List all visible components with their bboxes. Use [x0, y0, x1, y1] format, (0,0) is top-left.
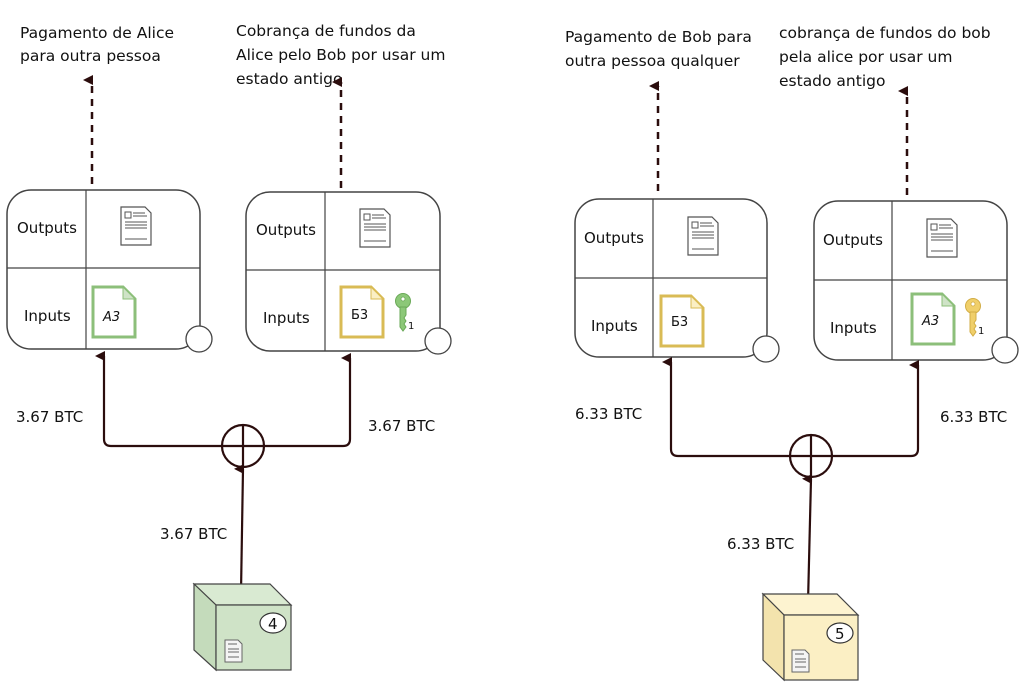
- amount-label-left: 6.33 BTC: [575, 405, 642, 423]
- outputs-label: Outputs: [823, 231, 883, 249]
- svg-text:1: 1: [408, 321, 414, 332]
- caption-alice-penalty: Cobrança de fundos da Alice pelo Bob por…: [236, 22, 450, 88]
- amount-label-funding: 3.67 BTC: [160, 525, 227, 543]
- svg-text:A3: A3: [921, 314, 939, 329]
- transaction-box[interactable]: Outputs Inputs Б3: [574, 198, 780, 363]
- document-icon: [687, 216, 719, 256]
- xor-split-symbol: [220, 423, 266, 469]
- flow-line-right: [256, 353, 352, 448]
- document-icon: [359, 208, 391, 248]
- box-number: 4: [268, 615, 278, 633]
- svg-text:1: 1: [978, 326, 984, 337]
- document-icon: [791, 649, 810, 673]
- transaction-box[interactable]: Outputs Inputs A3 1: [813, 200, 1019, 364]
- connector-circle: [424, 327, 452, 355]
- amount-label-right: 3.67 BTC: [368, 417, 435, 435]
- flow-line-left: [662, 357, 790, 458]
- transaction-box[interactable]: Outputs Inputs Б3 1: [245, 191, 452, 355]
- funding-utxo-box[interactable]: 4: [192, 582, 293, 672]
- diagram-alice: Pagamento de Alice para outra pessoa Cob…: [6, 22, 452, 672]
- funding-flow-line: [234, 464, 245, 593]
- svg-text:Б3: Б3: [351, 308, 368, 323]
- inputs-label: Inputs: [591, 317, 638, 335]
- inputs-label: Inputs: [24, 307, 71, 325]
- caption-alice-payment: Pagamento de Alice para outra pessoa: [20, 24, 179, 65]
- document-icon: [120, 206, 152, 246]
- input-document-a3: A3: [910, 292, 956, 346]
- outputs-label: Outputs: [584, 229, 644, 247]
- caption-bob-penalty: cobrança de fundos do bob pela alice por…: [779, 24, 996, 90]
- flow-line-left: [95, 351, 233, 448]
- svg-text:Б3: Б3: [671, 315, 688, 330]
- key-icon: 1: [965, 298, 984, 337]
- connector-circle: [991, 336, 1019, 364]
- caption-bob-payment: Pagamento de Bob para outra pessoa qualq…: [565, 28, 757, 70]
- amount-label-funding: 6.33 BTC: [727, 535, 794, 553]
- document-icon: [926, 218, 958, 258]
- funding-utxo-box[interactable]: 5: [761, 592, 860, 682]
- transaction-box[interactable]: Outputs Inputs A3: [6, 189, 213, 353]
- outputs-label: Outputs: [17, 219, 77, 237]
- funding-flow-line: [802, 474, 813, 604]
- flow-line-right: [832, 360, 920, 458]
- inputs-label: Inputs: [263, 309, 310, 327]
- input-document-b3: Б3: [659, 294, 705, 348]
- inputs-label: Inputs: [830, 319, 877, 337]
- svg-text:A3: A3: [102, 310, 120, 325]
- amount-label-left: 3.67 BTC: [16, 408, 83, 426]
- box-number: 5: [835, 625, 845, 643]
- diagram-bob: Pagamento de Bob para outra pessoa qualq…: [565, 24, 1019, 682]
- document-icon: [224, 639, 243, 663]
- outputs-label: Outputs: [256, 221, 316, 239]
- connector-circle: [752, 335, 780, 363]
- key-icon: 1: [395, 293, 414, 332]
- amount-label-right: 6.33 BTC: [940, 408, 1007, 426]
- xor-split-symbol: [788, 433, 834, 479]
- input-document-b3: Б3: [339, 285, 385, 339]
- input-document-a3: A3: [91, 285, 137, 339]
- connector-circle: [185, 325, 213, 353]
